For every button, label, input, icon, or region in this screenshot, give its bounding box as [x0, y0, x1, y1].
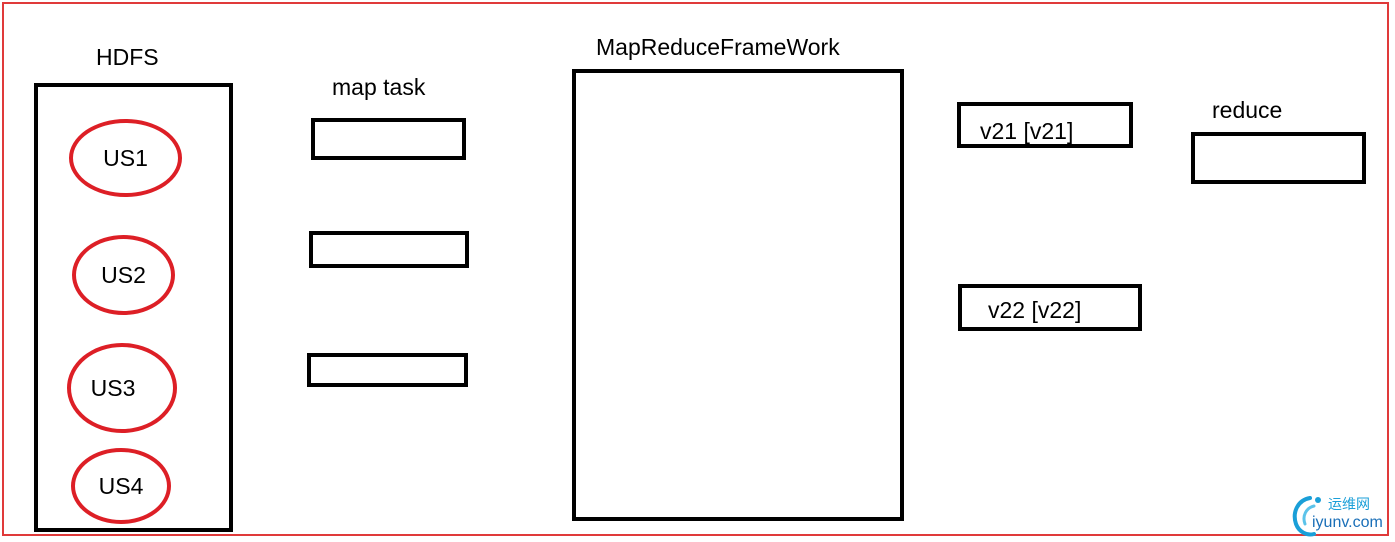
watermark-text-cn: 运维网: [1328, 497, 1370, 513]
intermediate-label-v22: v22 [v22]: [988, 297, 1082, 323]
intermediate-box-v21: [957, 102, 1133, 148]
hdfs-node-us4: US4: [71, 448, 171, 524]
map-task-title: map task: [332, 74, 426, 100]
hdfs-node-us1: US1: [69, 119, 182, 197]
watermark-logo: 运维网 iyunv.com: [1288, 492, 1392, 538]
map-task-slot-3: [307, 353, 468, 387]
hdfs-title: HDFS: [96, 44, 159, 70]
hdfs-node-label: US1: [103, 144, 148, 171]
intermediate-box-v22: [958, 284, 1142, 331]
cloud-swirl-icon: [1292, 496, 1321, 537]
hdfs-node-us2: US2: [72, 235, 175, 315]
reduce-box: [1191, 132, 1366, 184]
framework-box: [572, 69, 904, 521]
map-task-slot-2: [309, 231, 469, 268]
intermediate-label-v21: v21 [v21]: [980, 118, 1074, 144]
outer-frame: [2, 2, 1389, 536]
hdfs-node-label: US3: [90, 374, 136, 401]
watermark-text-en: iyunv.com: [1312, 514, 1383, 531]
hdfs-node-label: US2: [101, 261, 146, 288]
framework-title: MapReduceFrameWork: [596, 34, 840, 60]
hdfs-node-label: US4: [98, 472, 144, 499]
hdfs-node-us3: US3: [67, 343, 177, 433]
map-task-slot-1: [311, 118, 466, 160]
reduce-title: reduce: [1212, 97, 1283, 123]
